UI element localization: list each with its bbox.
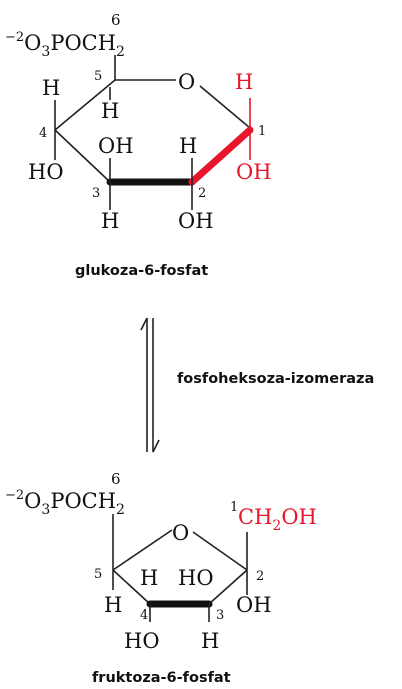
fructose-c2-oh: OH — [236, 593, 272, 617]
glucose-c3-oh: OH — [98, 134, 134, 158]
fructose-ring-oxygen: O — [172, 521, 189, 545]
glucose-o-c1-bond — [199, 85, 251, 129]
glucose-6-phosphate-structure: 6 −2O3POCH2 O H OH H HO H OH H H OH 1 2 … — [5, 11, 272, 279]
glucose-c4-c3-bond — [54, 129, 111, 183]
glucose-c5-number: 5 — [94, 69, 102, 84]
fructose-c6-number: 6 — [111, 470, 121, 488]
fructose-phosphate-group: −2O3POCH2 — [5, 488, 125, 518]
glucose-c5-h: H — [101, 99, 119, 123]
fructose-o-c2-bond — [192, 531, 248, 571]
fructose-c5-number: 5 — [94, 567, 102, 582]
glucose-c5-c4-bond — [54, 79, 116, 131]
reverse-arrow-head — [140, 317, 148, 331]
fructose-c3-number: 3 — [216, 608, 224, 623]
glucose-ring-oxygen: O — [178, 70, 195, 94]
enzyme-label: fosfoheksoza-izomeraza — [177, 371, 374, 387]
glucose-c3-number: 3 — [92, 186, 100, 201]
glucose-c1-oh: OH — [236, 160, 272, 184]
glucose-phosphate-group: −2O3POCH2 — [5, 30, 125, 60]
glucose-c2-oh: OH — [178, 209, 214, 233]
fructose-c4-ho: HO — [124, 629, 160, 653]
fructose-c2-number: 2 — [256, 569, 264, 584]
glucose-c6-number: 6 — [111, 11, 121, 29]
forward-arrow-head — [152, 439, 160, 453]
glucose-c1-number: 1 — [258, 124, 266, 139]
equilibrium-arrows — [140, 317, 160, 453]
fructose-c5-o-bond — [112, 529, 173, 571]
fructose-name: fruktoza-6-fosfat — [92, 670, 231, 686]
fructose-c2-ho-top: HO — [178, 566, 214, 590]
fructose-c4-number: 4 — [140, 608, 148, 623]
fructose-c1-ch2oh: CH2OH — [238, 505, 317, 534]
glucose-c2-h: H — [179, 134, 197, 158]
glucose-c4-number: 4 — [39, 126, 47, 141]
glucose-c3-h: H — [101, 209, 119, 233]
fructose-c5-c4-bond — [112, 569, 151, 605]
fructose-c3-c2-bond — [208, 569, 248, 605]
fructose-c3-h: H — [201, 629, 219, 653]
glucose-c4-ho: HO — [28, 160, 64, 184]
fructose-c5-h: H — [104, 593, 122, 617]
fructose-c1-number: 1 — [230, 500, 238, 515]
glucose-c4-h: H — [42, 76, 60, 100]
glucose-name: glukoza-6-fosfat — [75, 263, 208, 279]
fructose-6-phosphate-structure: 6 −2O3POCH2 O 1 CH2OH H HO OH H HO H 2 3… — [5, 470, 317, 686]
glucose-c1-h: H — [235, 70, 253, 94]
fructose-c5-h-top: H — [140, 566, 158, 590]
glucose-c2-number: 2 — [198, 186, 206, 201]
glucose-c2-c1-bond — [188, 126, 254, 186]
